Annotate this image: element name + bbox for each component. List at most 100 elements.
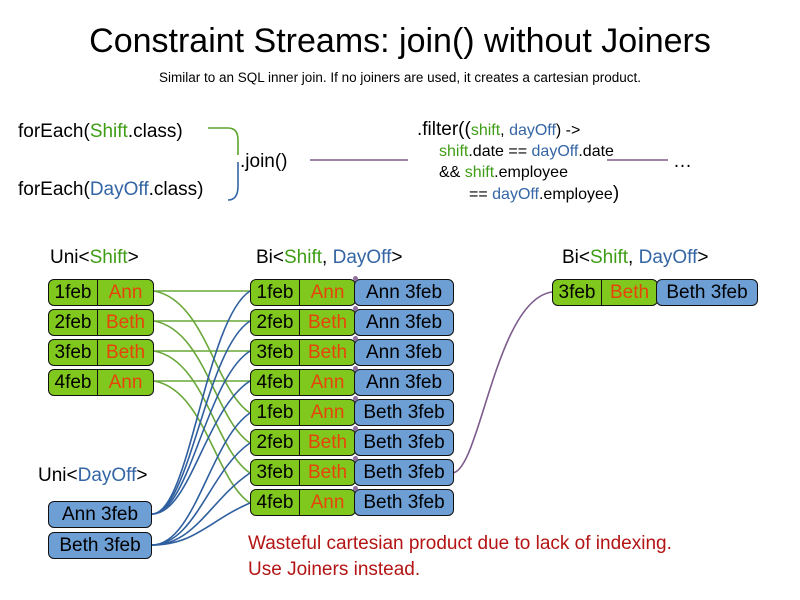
- foreach-shift-prefix: forEach(: [18, 121, 90, 142]
- page-subtitle: Similar to an SQL inner join. If no join…: [159, 70, 641, 85]
- code-foreach-shift: forEach(Shift.class): [18, 120, 183, 143]
- card-employee: Beth: [300, 309, 356, 336]
- card-date: 2feb: [48, 309, 98, 336]
- uni-dayoff-card: Ann 3feb: [48, 501, 152, 528]
- card-dayoff: Ann 3feb: [354, 369, 454, 396]
- card-employee: Ann: [98, 279, 154, 306]
- card-junction-dot: [353, 336, 358, 341]
- card-employee: Beth: [98, 309, 154, 336]
- uni-shift-type: Shift: [89, 247, 128, 268]
- card-date: 1feb: [250, 399, 300, 426]
- card-junction-dot: [353, 486, 358, 491]
- stream-label-bi-right: Bi<Shift, DayOff>: [562, 246, 708, 269]
- card-employee: Beth: [602, 279, 658, 306]
- foreach-shift-type: Shift: [89, 121, 128, 142]
- card-employee: Beth: [300, 339, 356, 366]
- card-dayoff: Beth 3feb: [48, 532, 152, 559]
- bi-mid-comma: ,: [322, 247, 333, 268]
- warning-line-2: Use Joiners instead.: [248, 559, 421, 580]
- filter-arrow: ) ->: [555, 122, 581, 139]
- card-employee: Ann: [300, 369, 356, 396]
- card-dayoff: Ann 3feb: [48, 501, 152, 528]
- card-junction-dot: [353, 306, 358, 311]
- ellipsis-marker: …: [673, 151, 692, 172]
- filter-line-1: .filter((shift, dayOff) ->: [417, 119, 619, 141]
- warning-note: Wasteful cartesian product due to lack o…: [248, 531, 672, 583]
- code-foreach-dayoff: forEach(DayOff.class): [18, 178, 204, 201]
- filter-l3-end: .employee: [494, 164, 568, 181]
- code-filter-block: .filter((shift, dayOff) -> shift.date ==…: [417, 119, 619, 205]
- card-employee: Beth: [300, 459, 356, 486]
- filter-l4-end: .employee: [538, 186, 613, 203]
- foreach-shift-suffix: .class): [127, 121, 183, 142]
- card-date: 2feb: [250, 309, 300, 336]
- card-employee: Beth: [300, 429, 356, 456]
- foreach-dayoff-suffix: .class): [148, 179, 204, 200]
- filter-l3-prefix: &&: [439, 164, 465, 181]
- uni-dayoff-prefix: Uni<: [38, 465, 78, 486]
- card-date: 3feb: [48, 339, 98, 366]
- filter-l4-prefix: ==: [469, 186, 493, 203]
- filter-l4-close: ): [612, 183, 620, 204]
- card-date: 3feb: [552, 279, 602, 306]
- card-date: 3feb: [250, 459, 300, 486]
- stream-label-uni-dayoff: Uni<DayOff>: [38, 464, 148, 487]
- stream-label-bi-middle: Bi<Shift, DayOff>: [256, 246, 402, 269]
- filter-param-dayoff: dayOff: [509, 122, 556, 139]
- card-junction-dot: [353, 426, 358, 431]
- card-employee: Beth: [98, 339, 154, 366]
- bi-right-type-b: DayOff: [638, 247, 698, 268]
- bi-mid-suffix: >: [391, 247, 403, 268]
- filter-line-4: == dayOff.employee): [417, 183, 619, 205]
- card-employee: Ann: [300, 279, 356, 306]
- uni-dayoff-suffix: >: [136, 465, 148, 486]
- foreach-dayoff-prefix: forEach(: [18, 179, 90, 200]
- uni-shift-suffix: >: [127, 247, 139, 268]
- bi-right-type-a: Shift: [590, 247, 629, 268]
- card-dayoff: Ann 3feb: [354, 339, 454, 366]
- uni-shift-prefix: Uni<: [50, 247, 90, 268]
- filter-line-3: && shift.employee: [417, 162, 619, 183]
- uni-dayoff-type: DayOff: [77, 465, 137, 486]
- card-junction-dot: [353, 396, 358, 401]
- stream-label-uni-shift: Uni<Shift>: [50, 246, 139, 269]
- filter-l3-shift: shift: [464, 164, 495, 181]
- card-junction-dot: [353, 366, 358, 371]
- card-dayoff: Beth 3feb: [354, 459, 454, 486]
- bi-right-suffix: >: [697, 247, 709, 268]
- bi-mid-type-a: Shift: [284, 247, 323, 268]
- card-date: 1feb: [48, 279, 98, 306]
- filter-param-comma: ,: [500, 122, 510, 139]
- card-junction-dot: [353, 456, 358, 461]
- card-dayoff: Ann 3feb: [354, 309, 454, 336]
- code-join-call: .join(): [240, 151, 288, 172]
- filter-line-2: shift.date == dayOff.date: [417, 141, 619, 162]
- bi-mid-prefix: Bi<: [256, 247, 284, 268]
- card-junction-dot: [353, 276, 358, 281]
- card-dayoff: Beth 3feb: [656, 279, 758, 306]
- card-date: 3feb: [250, 339, 300, 366]
- uni-dayoff-card: Beth 3feb: [48, 532, 152, 559]
- card-date: 1feb: [250, 279, 300, 306]
- filter-l2-dayoff: dayOff: [531, 143, 579, 160]
- card-employee: Ann: [98, 369, 154, 396]
- card-date: 4feb: [250, 489, 300, 516]
- bi-mid-type-b: DayOff: [332, 247, 392, 268]
- page-title: Constraint Streams: join() without Joine…: [89, 22, 711, 60]
- bi-right-prefix: Bi<: [562, 247, 590, 268]
- card-date: 4feb: [250, 369, 300, 396]
- filter-l2-shift: shift: [439, 143, 469, 160]
- warning-line-1: Wasteful cartesian product due to lack o…: [248, 533, 672, 554]
